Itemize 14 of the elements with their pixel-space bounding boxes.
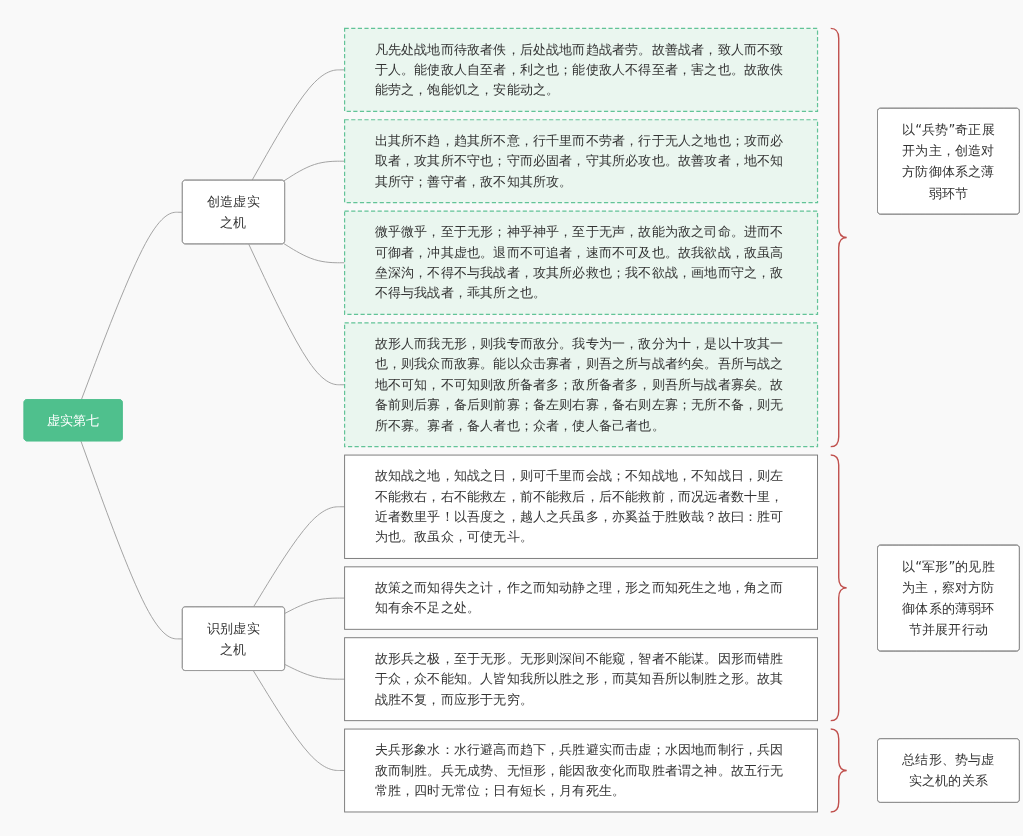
connector (252, 670, 346, 771)
node-box: 故策之而知得失之计，作之而知动静之理，形之而知死生之地，角之而知有余不足之处。 (344, 566, 818, 630)
connector (80, 211, 184, 401)
node-box: 故形人而我无形，则我专而敌分。我专为一，敌分为十，是以十攻其一也，则我众而敌寡。能以众击寡者，则吾之所与战者约矣。吾所与战之地不可知，不可知则敌所备者多；敌所备者多，则吾所与战者寡矣。故备前则后寡，备后则前寡；备左则右寡，备右则左寡；无所不备，则无所不寡。寡者，备人者也；众者，使人备己者也。 (344, 322, 819, 448)
node-box: 故知战之地，知战之日，则可千里而会战；不知战地，不知战日，则左不能救右，右不能救左，前不能救后，后不能救前，而况远者数十里，近者数里乎！以吾度之，越人之兵虽多，亦奚益于胜败哉？故曰：胜可为也。敌虽众，可使无斗。 (344, 454, 818, 559)
node-box: 故形兵之极，至于无形。无形则深间不能窥，智者不能谋。因形而错胜于众，众不能知。人皆知我所以胜之形，而莫知吾所以制胜之形。故其战胜不复，而应形于无穷。 (344, 637, 818, 722)
connector (284, 664, 346, 680)
connector (252, 506, 346, 608)
node-box: 夫兵形象水：水行避高而趋下，兵胜避实而击虚；水因地而制行，兵因敌而制胜。兵无成势、无恒形，能因敌变化而取胜者谓之神。故五行无常胜，四时无常位；日有短长，月有死生。 (344, 728, 818, 813)
node-box: 凡先处战地而待敌者佚，后处战地而趋战者劳。故善战者，致人而不致于人。能使敌人自至者，利之也；能使敌人不得至者，害之也。故敌佚能劳之，饱能饥之，安能动之。 (344, 27, 819, 112)
node-box: 微乎微乎，至于无形；神乎神乎，至于无声，故能为敌之司命。进而不可御者，冲其虚也。退而不可追者，速而不可及也。故我欲战，敌虽高垒深沟，不得不与我战者，攻其所必救也；我不欲战，画地而守之，敌不得与我战者，乖其所之也。 (344, 210, 819, 316)
connector (284, 597, 346, 614)
connector (80, 440, 184, 640)
node-box: 出其所不趋，趋其所不意，行千里而不劳者，行于无人之地也；攻而必取者，攻其所不守也；守而必固者，守其所必攻也。故善攻者，地不知其所守；善守者，敌不知其所攻。 (344, 119, 819, 204)
